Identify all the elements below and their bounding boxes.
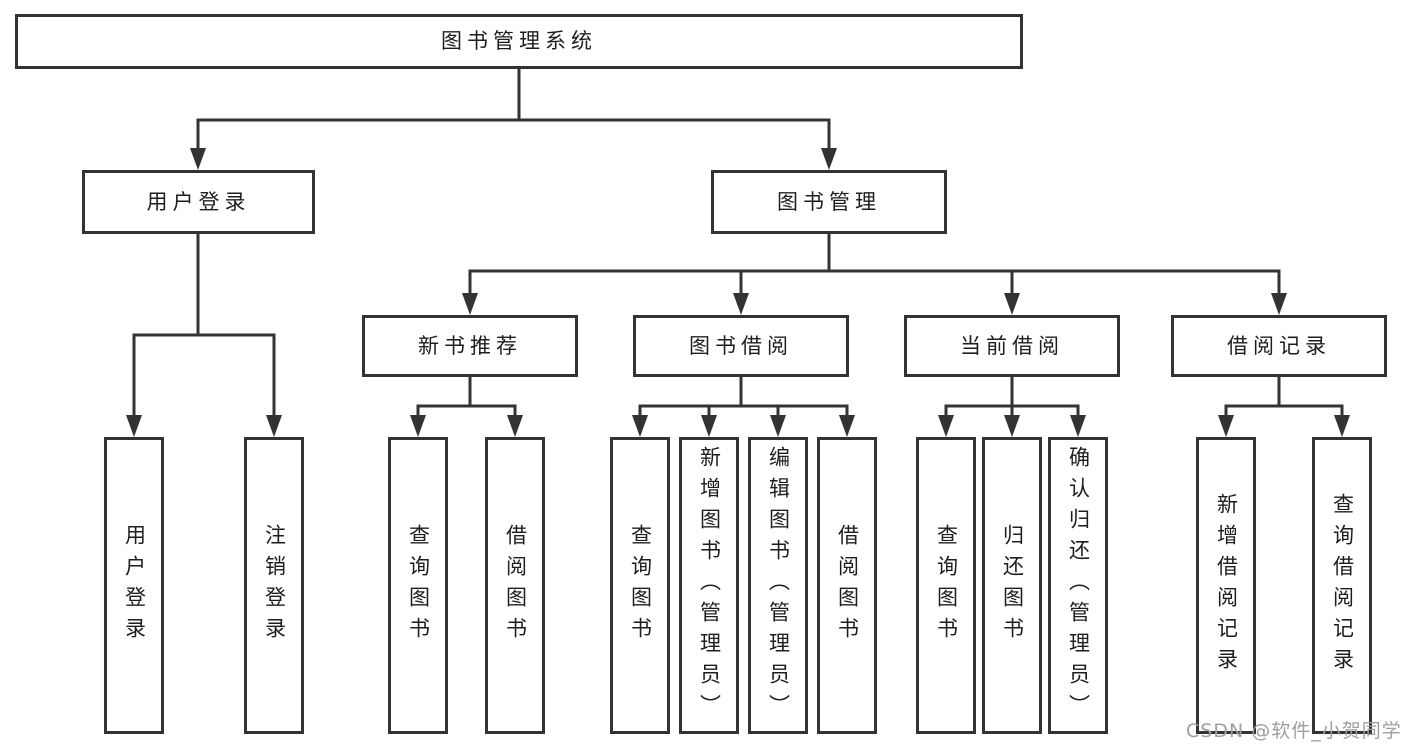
leaf-return-book: 归还图书 [982, 437, 1042, 734]
leaf-user-login: 用户登录 [104, 437, 164, 734]
node-new-book-recommend: 新书推荐 [362, 315, 578, 377]
node-user-login: 用户登录 [82, 170, 315, 234]
leaf-logout: 注销登录 [244, 437, 304, 734]
leaf-query-books-current: 查询图书 [916, 437, 976, 734]
leaf-add-borrow-record: 新增借阅记录 [1196, 437, 1256, 734]
leaf-borrow-books-borrowing: 借阅图书 [817, 437, 877, 734]
node-book-borrowing: 图书借阅 [633, 315, 849, 377]
node-borrowing-records: 借阅记录 [1171, 315, 1387, 377]
leaf-confirm-return-admin: 确认归还（管理员） [1048, 437, 1108, 734]
leaf-query-borrow-record: 查询借阅记录 [1312, 437, 1372, 734]
leaf-query-books-borrowing: 查询图书 [610, 437, 670, 734]
arrowhead-icons [126, 148, 1350, 437]
leaf-edit-book-admin: 编辑图书（管理员） [748, 437, 808, 734]
leaf-add-book-admin: 新增图书（管理员） [679, 437, 739, 734]
leaf-query-books-recommend: 查询图书 [388, 437, 448, 734]
watermark: CSDN @软件_小贺同学 [1186, 720, 1402, 742]
leaf-borrow-books-recommend: 借阅图书 [485, 437, 545, 734]
node-current-borrowing: 当前借阅 [904, 315, 1120, 377]
node-library-system: 图书管理系统 [15, 14, 1023, 69]
node-book-management: 图书管理 [711, 170, 947, 234]
